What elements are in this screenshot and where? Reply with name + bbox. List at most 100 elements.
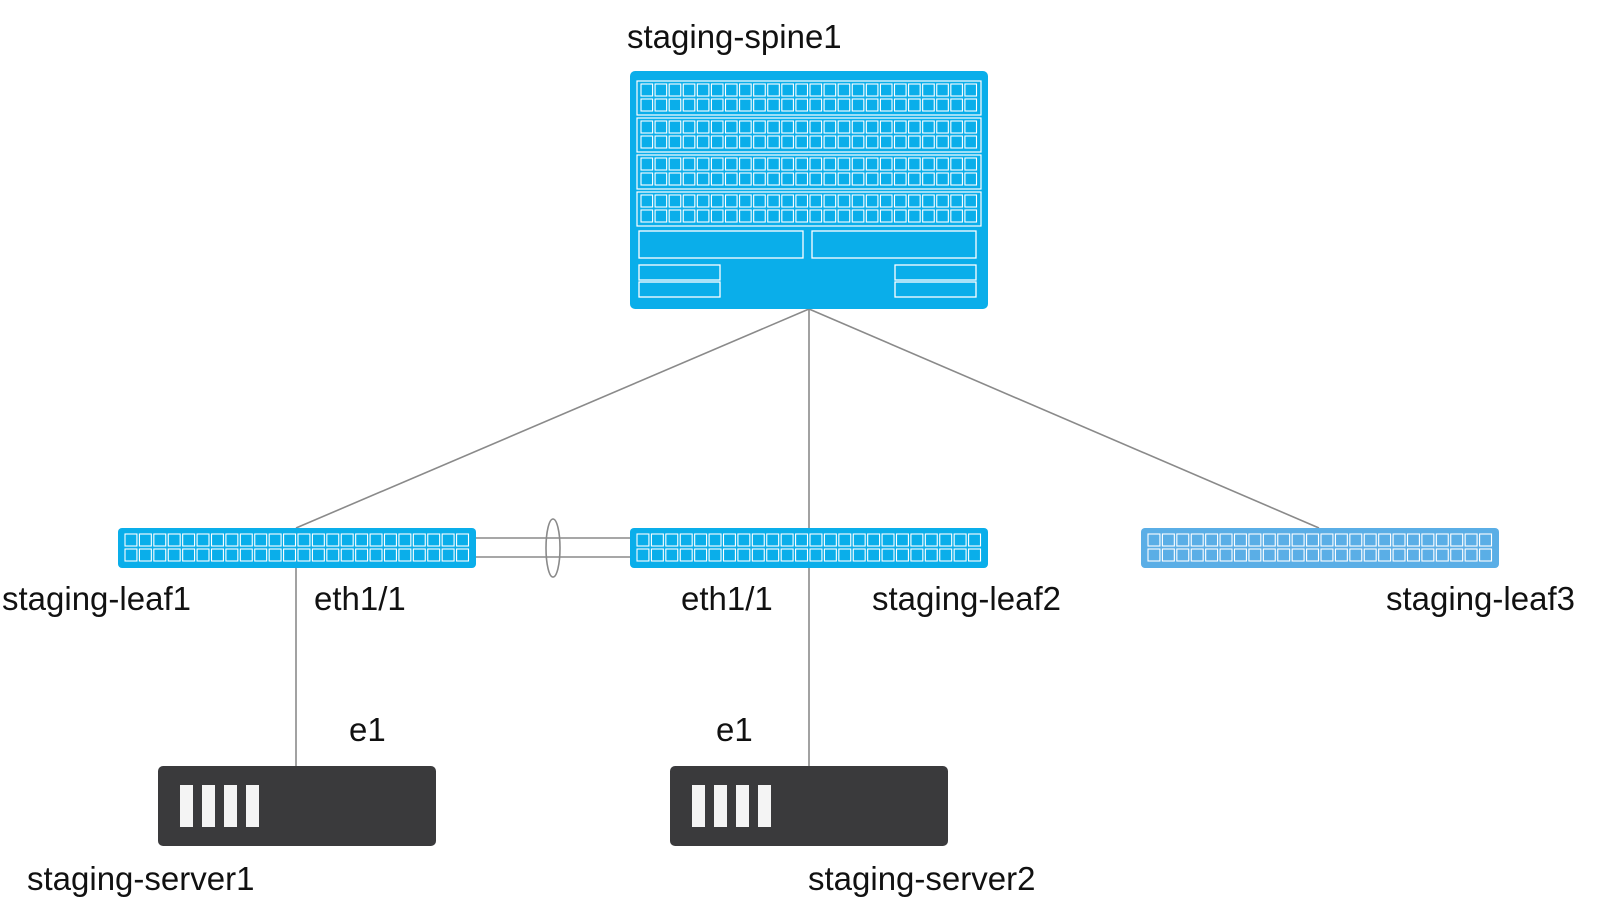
port bbox=[1363, 533, 1377, 547]
port bbox=[383, 548, 397, 562]
port bbox=[922, 98, 935, 112]
port bbox=[908, 194, 921, 208]
port bbox=[823, 157, 837, 171]
port bbox=[722, 548, 736, 562]
port bbox=[1219, 533, 1233, 547]
port bbox=[1306, 533, 1320, 547]
port bbox=[1161, 533, 1175, 547]
port bbox=[737, 533, 751, 547]
spine-linecard-3 bbox=[636, 154, 982, 190]
port bbox=[668, 172, 682, 186]
port bbox=[412, 533, 426, 547]
port bbox=[781, 209, 794, 223]
server1-drive-bay bbox=[246, 785, 259, 827]
port bbox=[767, 83, 780, 97]
port bbox=[837, 98, 851, 112]
port bbox=[326, 533, 340, 547]
server1-interface-label: e1 bbox=[349, 711, 386, 748]
port bbox=[1392, 533, 1406, 547]
server2-drive-bay bbox=[692, 785, 705, 827]
port bbox=[1176, 548, 1190, 562]
port bbox=[640, 172, 654, 186]
leaf2-port-row-bottom bbox=[636, 548, 982, 562]
server2-label: staging-server2 bbox=[808, 860, 1036, 897]
port bbox=[851, 157, 865, 171]
port bbox=[1334, 533, 1348, 547]
port bbox=[668, 98, 682, 112]
port bbox=[739, 194, 752, 208]
port bbox=[893, 83, 907, 97]
port bbox=[724, 209, 738, 223]
port bbox=[922, 83, 935, 97]
port bbox=[809, 209, 823, 223]
port bbox=[964, 157, 978, 171]
port bbox=[908, 157, 921, 171]
port bbox=[355, 548, 369, 562]
port bbox=[696, 157, 710, 171]
port bbox=[893, 157, 907, 171]
port bbox=[1190, 533, 1204, 547]
port bbox=[710, 157, 724, 171]
port-channel-link bbox=[476, 518, 630, 578]
port bbox=[950, 135, 963, 149]
port bbox=[636, 548, 650, 562]
port bbox=[852, 548, 866, 562]
port bbox=[964, 120, 978, 134]
port bbox=[1306, 548, 1320, 562]
port bbox=[739, 172, 752, 186]
port bbox=[781, 83, 794, 97]
port bbox=[710, 194, 724, 208]
leaf1-interface-label: eth1/1 bbox=[314, 580, 406, 617]
leaf1-chassis bbox=[118, 528, 476, 568]
port bbox=[710, 83, 724, 97]
port-channel-bundle-icon bbox=[545, 518, 561, 578]
port bbox=[823, 120, 837, 134]
port bbox=[823, 209, 837, 223]
port bbox=[895, 533, 909, 547]
port bbox=[668, 209, 682, 223]
port bbox=[767, 172, 780, 186]
port bbox=[210, 548, 224, 562]
port bbox=[953, 533, 967, 547]
port bbox=[737, 548, 751, 562]
port bbox=[767, 194, 780, 208]
port bbox=[795, 157, 809, 171]
spine-module-left bbox=[638, 230, 804, 259]
port bbox=[837, 209, 851, 223]
port bbox=[1479, 533, 1493, 547]
port bbox=[1479, 548, 1493, 562]
port bbox=[809, 172, 823, 186]
port bbox=[950, 120, 963, 134]
port bbox=[753, 83, 766, 97]
port bbox=[138, 533, 152, 547]
leaf2-port-row-top bbox=[636, 533, 982, 547]
port bbox=[456, 548, 470, 562]
port bbox=[950, 98, 963, 112]
port bbox=[893, 194, 907, 208]
port bbox=[340, 548, 354, 562]
server2-interface-label: e1 bbox=[716, 711, 753, 748]
port bbox=[694, 548, 708, 562]
port bbox=[823, 194, 837, 208]
spine-port-row bbox=[640, 120, 978, 134]
port bbox=[865, 157, 879, 171]
port bbox=[893, 135, 907, 149]
port bbox=[668, 194, 682, 208]
port bbox=[167, 548, 181, 562]
port bbox=[640, 194, 654, 208]
leaf3-chassis bbox=[1141, 528, 1499, 568]
server1-label: staging-server1 bbox=[27, 860, 255, 897]
port bbox=[268, 533, 282, 547]
port bbox=[654, 83, 668, 97]
port bbox=[739, 98, 752, 112]
port bbox=[398, 533, 412, 547]
port bbox=[210, 533, 224, 547]
port bbox=[767, 135, 780, 149]
port bbox=[751, 533, 765, 547]
port bbox=[767, 120, 780, 134]
port bbox=[1450, 533, 1464, 547]
leaf2-switch-icon bbox=[630, 528, 988, 568]
spine-linecard-1 bbox=[636, 80, 982, 116]
port bbox=[682, 83, 696, 97]
